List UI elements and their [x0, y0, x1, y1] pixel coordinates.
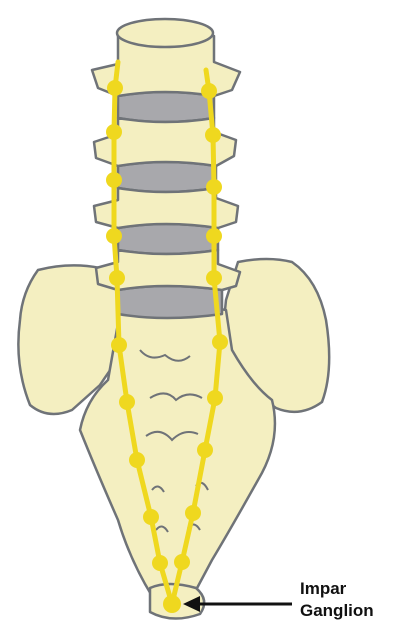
ganglion-left — [111, 337, 127, 353]
ganglion-left — [129, 452, 145, 468]
ganglion-left — [106, 124, 122, 140]
ganglion-left — [143, 509, 159, 525]
ganglion-right — [206, 179, 222, 195]
label-line-1: Impar — [300, 578, 392, 600]
disc — [118, 162, 216, 192]
ganglion-right — [201, 83, 217, 99]
ganglion-right — [207, 390, 223, 406]
ganglion-right — [205, 127, 221, 143]
ganglion-left — [106, 228, 122, 244]
impar-ganglion — [163, 595, 181, 613]
ganglion-left — [152, 555, 168, 571]
ganglion-left — [106, 172, 122, 188]
disc — [118, 92, 214, 122]
ganglion-left — [119, 394, 135, 410]
ganglion-right — [185, 505, 201, 521]
ganglion-right — [197, 442, 213, 458]
ganglion-left — [109, 270, 125, 286]
ganglion-right — [206, 228, 222, 244]
disc — [118, 224, 218, 254]
ganglion-right — [212, 334, 228, 350]
impar-ganglion-label: Impar Ganglion — [300, 578, 392, 622]
ganglion-right — [206, 270, 222, 286]
disc — [118, 286, 222, 318]
pointer-arrow — [183, 596, 292, 612]
vertebra-top — [117, 19, 213, 47]
ganglion-right — [174, 554, 190, 570]
ganglion-left — [107, 80, 123, 96]
label-line-2: Ganglion — [300, 600, 392, 622]
